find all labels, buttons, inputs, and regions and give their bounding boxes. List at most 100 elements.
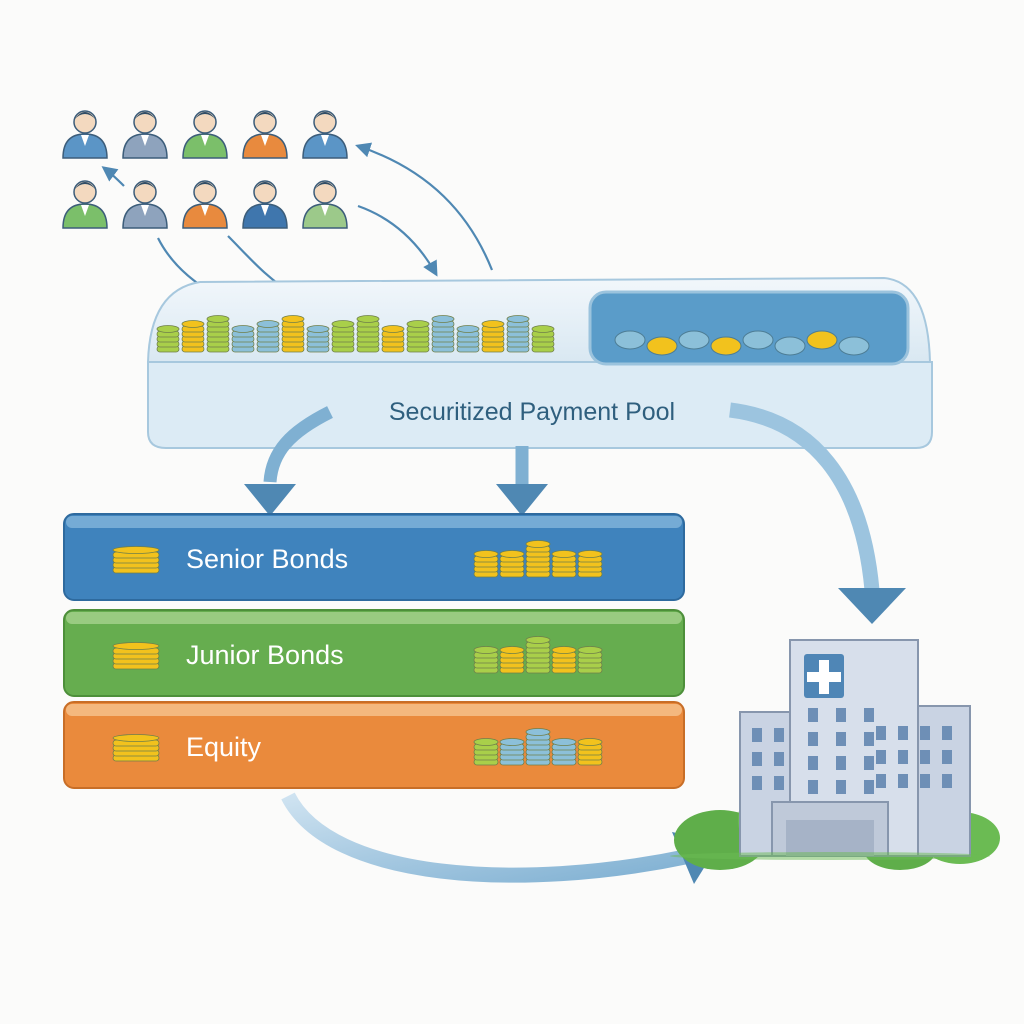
coin-stack <box>456 325 480 353</box>
pool-label: Securitized Payment Pool <box>389 398 675 426</box>
coin-stack <box>381 325 405 353</box>
borrower-person-icon <box>302 180 348 229</box>
tranche-junior: Junior Bonds <box>63 609 685 697</box>
hospital-window <box>836 756 846 770</box>
hospital-window <box>898 750 908 764</box>
coin-stack <box>231 325 255 353</box>
payment-arrow <box>357 204 438 277</box>
borrower-person-icon <box>122 180 168 229</box>
coin-stack <box>406 320 430 353</box>
coin-stack <box>499 738 525 766</box>
coin-stack <box>473 646 499 674</box>
coin-stack <box>531 325 555 353</box>
hospital-window <box>774 752 784 766</box>
coin-stack <box>356 315 380 353</box>
coin-stack <box>156 325 180 353</box>
hospital-window <box>774 728 784 742</box>
coin-stack <box>551 550 577 578</box>
hospital-window <box>942 726 952 740</box>
hospital-window <box>942 750 952 764</box>
hospital-window <box>752 728 762 742</box>
hospital-window <box>864 756 874 770</box>
hospital-window <box>876 726 886 740</box>
coin-stack <box>506 315 530 353</box>
borrower-person-icon <box>62 180 108 229</box>
hospital-building <box>670 639 1000 870</box>
hospital-window <box>898 774 908 788</box>
side-arrow-head <box>838 588 906 624</box>
hospital-window <box>920 750 930 764</box>
tranche-label: Senior Bonds <box>186 544 348 574</box>
payment-arrow <box>355 142 494 271</box>
borrower-person-icon <box>182 180 228 229</box>
down-arrow-head <box>244 484 296 516</box>
coin-stack <box>112 734 160 762</box>
coin-stack <box>181 320 205 353</box>
side-arrow-hospital <box>729 402 880 591</box>
coin-stack <box>473 550 499 578</box>
hospital-window <box>876 774 886 788</box>
hospital-window <box>836 708 846 722</box>
coin-stack <box>577 738 603 766</box>
pool-coin <box>774 336 806 356</box>
tranche-label: Junior Bonds <box>186 640 344 670</box>
payment-pool: Securitized Payment Pool <box>146 276 933 449</box>
pool-coins <box>156 315 870 356</box>
coin-stack <box>256 320 280 353</box>
borrower-person-icon <box>242 110 288 159</box>
coin-stack <box>331 320 355 353</box>
borrower-person-icon <box>302 110 348 159</box>
pool-coin <box>646 336 678 356</box>
hospital-window <box>920 774 930 788</box>
coin-stack <box>525 728 551 766</box>
pool-coin <box>614 330 646 350</box>
pool-to-tranche-arrows <box>244 402 906 624</box>
tranche-equity: Equity <box>63 701 685 789</box>
hospital-window <box>752 752 762 766</box>
pool-coin <box>806 330 838 350</box>
coin-stack <box>499 646 525 674</box>
hospital-window <box>808 732 818 746</box>
hospital-window <box>864 732 874 746</box>
tranche-label: Equity <box>186 732 262 762</box>
hospital-window <box>808 756 818 770</box>
coin-stack <box>499 550 525 578</box>
hospital-window <box>752 776 762 790</box>
borrower-person-icon <box>182 110 228 159</box>
coin-stack <box>281 315 305 353</box>
hospital-window <box>836 732 846 746</box>
hospital-window <box>808 780 818 794</box>
hospital-window <box>864 780 874 794</box>
coin-stack <box>112 642 160 670</box>
payment-arrow <box>101 166 125 187</box>
coin-stack <box>577 550 603 578</box>
pool-coin <box>710 336 742 356</box>
coin-stack <box>431 315 455 353</box>
coin-stack <box>473 738 499 766</box>
coin-stack <box>577 646 603 674</box>
down-arrow-senior <box>263 406 333 483</box>
coin-stack <box>551 738 577 766</box>
borrower-person-icon <box>122 110 168 159</box>
borrower-person-icon <box>62 110 108 159</box>
pool-coin <box>742 330 774 350</box>
tranche-senior: Senior Bonds <box>63 513 685 601</box>
hospital-window <box>808 708 818 722</box>
coin-stack <box>525 636 551 674</box>
equity-to-hospital-arrow <box>281 792 720 884</box>
pool-coin <box>838 336 870 356</box>
coin-stack <box>481 320 505 353</box>
borrower-group <box>62 110 348 229</box>
hospital-window <box>876 750 886 764</box>
coin-stack <box>206 315 230 353</box>
hospital-window <box>864 708 874 722</box>
pool-coin <box>678 330 710 350</box>
borrower-person-icon <box>242 180 288 229</box>
hospital-window <box>898 726 908 740</box>
coin-stack <box>112 546 160 574</box>
hospital-window <box>942 774 952 788</box>
coin-stack <box>306 325 330 353</box>
coin-stack <box>525 540 551 578</box>
